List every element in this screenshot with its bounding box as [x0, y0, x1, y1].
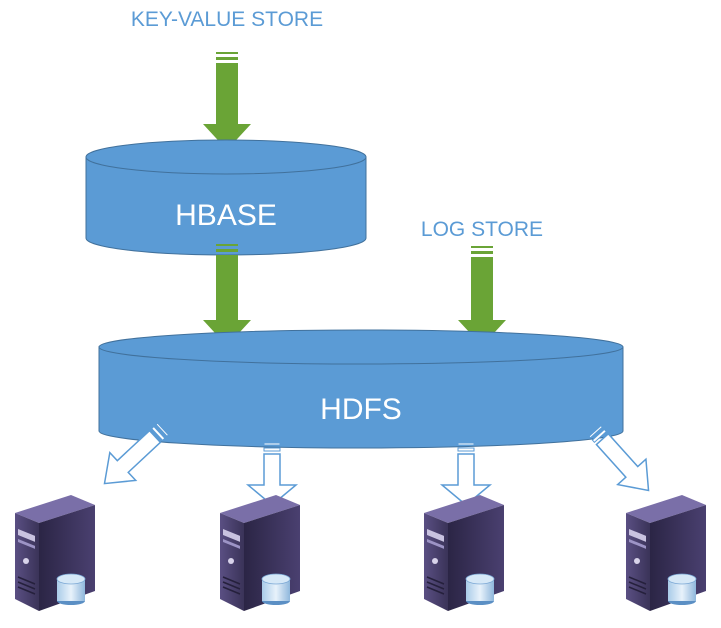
- green-arrow-icon: [203, 52, 251, 150]
- server-icon: [423, 494, 505, 612]
- outline-arrow-icon: [103, 422, 170, 485]
- hbase-label: HBASE: [175, 199, 277, 232]
- hdfs-label: HDFS: [320, 393, 402, 426]
- log-store-label: LOG STORE: [421, 218, 543, 241]
- hbase-cylinder: HBASE: [85, 139, 367, 256]
- hdfs-cylinder: HDFS: [98, 329, 624, 449]
- key-value-store-label: KEY-VALUE STORE: [131, 8, 323, 31]
- server-icon: [219, 494, 301, 612]
- outline-arrow-icon: [439, 442, 493, 506]
- server-icon: [14, 494, 96, 612]
- outline-arrow-icon: [588, 424, 650, 492]
- outline-arrow-icon: [245, 442, 299, 506]
- green-arrow-icon: [203, 244, 251, 346]
- server-icon: [625, 494, 707, 612]
